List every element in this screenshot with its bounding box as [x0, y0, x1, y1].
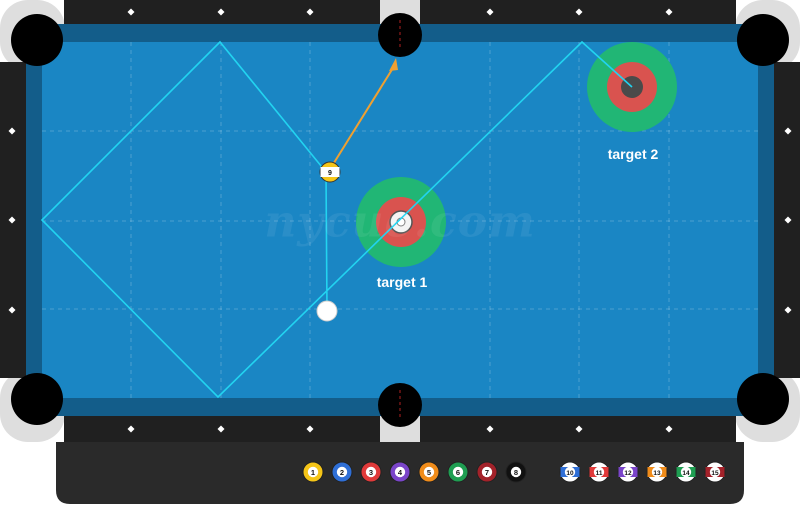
object-ball-number-circle — [325, 167, 335, 177]
rack-ball-12-number-circle — [622, 466, 634, 478]
rack-ball-14-number-circle — [680, 466, 692, 478]
cue-ball — [316, 300, 338, 322]
rack-ball-5: 5 — [418, 461, 440, 483]
diamond-left — [8, 127, 16, 135]
rack-ball-5-number-circle — [423, 466, 435, 478]
diamond-bottom — [665, 425, 673, 433]
object-ball-number: 9 — [328, 170, 332, 177]
rack-ball-13: 13 — [646, 461, 668, 483]
rack-ball-4: 4 — [389, 461, 411, 483]
corner-pocket — [737, 373, 789, 425]
diamond-top — [665, 8, 673, 16]
rack-ball-12-number: 12 — [624, 470, 632, 477]
rack-ball-3: 3 — [360, 461, 382, 483]
rack-ball-10-number-circle — [564, 466, 576, 478]
diamond-top — [217, 8, 225, 16]
corner-pocket — [11, 14, 63, 66]
watermark: nycue.com — [264, 196, 536, 248]
rack-ball-14-number: 14 — [682, 470, 690, 477]
rack-ball-14: 14 — [675, 461, 697, 483]
diamond-top — [127, 8, 135, 16]
diamond-right — [784, 216, 792, 224]
corner-pocket — [11, 373, 63, 425]
rack-ball-7: 7 — [476, 461, 498, 483]
rack-ball-4-number: 4 — [398, 468, 403, 477]
rack-ball-15: 15 — [704, 461, 726, 483]
rack-ball-8: 8 — [505, 461, 527, 483]
rack-ball-3-number: 3 — [369, 468, 373, 477]
rack-ball-6-number: 6 — [456, 468, 460, 477]
rack-ball-11: 11 — [588, 461, 610, 483]
rack-ball-4-number-circle — [394, 466, 406, 478]
rack-ball-6-number-circle — [452, 466, 464, 478]
rack-ball-10: 10 — [559, 461, 581, 483]
rack-ball-8-number: 8 — [514, 468, 518, 477]
rack-ball-3-number-circle — [365, 466, 377, 478]
corner-pocket — [737, 14, 789, 66]
rack-ball-1-number: 1 — [311, 468, 315, 477]
rack-ball-11-number-circle — [593, 466, 605, 478]
aim-arrow-line — [331, 67, 394, 167]
diamond-bottom — [217, 425, 225, 433]
target-1-label: target 1 — [376, 274, 428, 290]
rack-ball-1-number-circle — [307, 466, 319, 478]
diamond-top — [575, 8, 583, 16]
rack-ball-2: 2 — [331, 461, 353, 483]
rack-ball-15-number-circle — [709, 466, 721, 478]
diamond-top — [306, 8, 314, 16]
rack-ball-11-number: 11 — [596, 470, 603, 477]
diamond-bottom — [575, 425, 583, 433]
object-ball-9: 9 — [319, 161, 341, 183]
diamond-right — [784, 127, 792, 135]
target-2-label: target 2 — [607, 146, 659, 162]
rack-ball-7-number: 7 — [485, 468, 489, 477]
rack-ball-12: 12 — [617, 461, 639, 483]
diamond-left — [8, 216, 16, 224]
diamond-right — [784, 306, 792, 314]
rack-ball-7-number-circle — [481, 466, 493, 478]
rack-ball-5-number: 5 — [427, 468, 431, 477]
felt-grid — [42, 42, 758, 398]
rack-ball-8-number-circle — [510, 466, 522, 478]
rack-ball-1: 1 — [302, 461, 324, 483]
rack-ball-10-number: 10 — [566, 470, 574, 477]
diamond-bottom — [486, 425, 494, 433]
rack-ball-6: 6 — [447, 461, 469, 483]
aim-arrow-head — [389, 58, 398, 71]
rack-ball-2-number: 2 — [340, 468, 344, 477]
diamond-bottom — [127, 425, 135, 433]
diamond-bottom — [306, 425, 314, 433]
diamond-top — [486, 8, 494, 16]
rack-ball-2-number-circle — [336, 466, 348, 478]
rack-ball-13-number-circle — [651, 466, 663, 478]
rack-ball-13-number: 13 — [653, 470, 661, 477]
diamond-left — [8, 306, 16, 314]
rack-ball-15-number: 15 — [711, 470, 719, 477]
